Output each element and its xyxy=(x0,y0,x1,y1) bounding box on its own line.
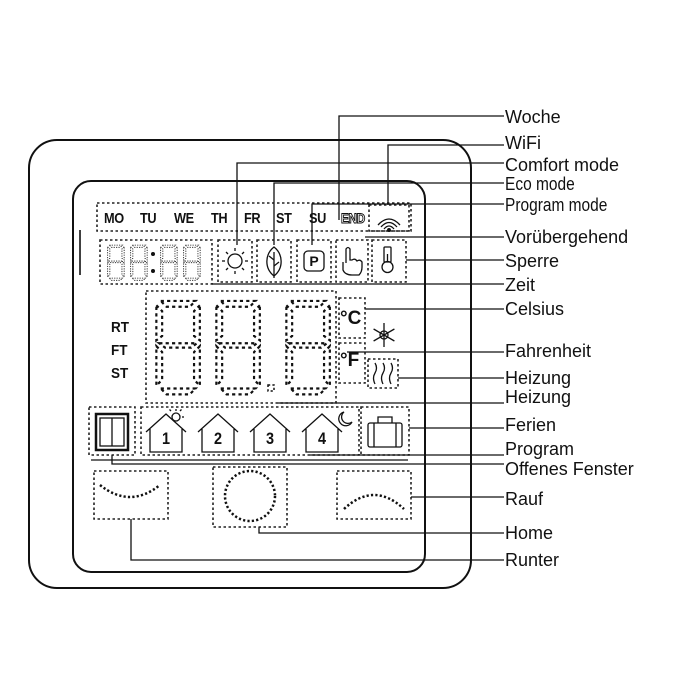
day-tu: TU xyxy=(140,210,157,227)
callout-rauf: Rauf xyxy=(505,489,544,509)
leader-lines xyxy=(111,115,504,561)
temperature-digits xyxy=(155,299,331,396)
callout-woche: Woche xyxy=(505,107,561,127)
program-mode-box xyxy=(296,239,332,283)
label-st: ST xyxy=(111,365,129,382)
home-button[interactable] xyxy=(212,466,288,528)
day-th: TH xyxy=(211,210,228,227)
comfort-box xyxy=(217,239,253,283)
home-circle-icon xyxy=(223,469,277,523)
callout-eco-mode: Eco mode xyxy=(505,174,575,194)
wifi-box xyxy=(368,204,410,232)
callout-sperre: Sperre xyxy=(505,251,560,271)
callout-home: Home xyxy=(505,523,554,543)
callout-wifi: WiFi xyxy=(505,133,541,153)
day-su: SU xyxy=(309,210,326,227)
day-bar xyxy=(96,202,412,232)
callout-comfort-mode: Comfort mode xyxy=(505,155,620,175)
callout-offenes-fenster: Offenes Fenster xyxy=(505,459,634,479)
up-button[interactable] xyxy=(336,470,412,520)
down-chevron-icon xyxy=(99,484,161,499)
program-row-box xyxy=(140,406,360,456)
clock-box xyxy=(99,239,213,285)
callout-voruebergehend: Vorübergehend xyxy=(505,227,629,247)
suitcase-icon xyxy=(367,416,403,448)
program-number-2: 2 xyxy=(214,429,222,448)
temporary-box xyxy=(335,239,369,283)
label-ft: FT xyxy=(111,342,128,359)
callout-zeit: Zeit xyxy=(505,275,536,295)
day-st: ST xyxy=(276,210,292,227)
lock-box xyxy=(371,239,407,283)
sun-icon xyxy=(222,248,248,274)
heat-waves-icon xyxy=(372,362,394,385)
callout-fahrenheit: Fahrenheit xyxy=(505,341,592,361)
open-window-icon xyxy=(94,412,130,452)
day-mo: MO xyxy=(104,210,124,227)
svg-text:P: P xyxy=(309,253,318,269)
heating-box xyxy=(367,358,399,389)
down-button[interactable] xyxy=(93,470,169,520)
parking-p-icon: P xyxy=(303,250,325,272)
program-number-3: 3 xyxy=(266,429,274,448)
fahrenheit-unit: °F xyxy=(340,350,360,371)
celsius-unit: °C xyxy=(340,308,362,329)
callout-ferien: Ferien xyxy=(505,415,557,435)
snowflake-icon xyxy=(373,323,395,347)
temperature-box xyxy=(145,290,337,404)
callout-heizung-2: Heizung xyxy=(505,387,572,407)
day-fr: FR xyxy=(244,210,261,227)
callout-runter: Runter xyxy=(505,550,560,570)
screen-frame xyxy=(72,180,426,573)
leaf-icon xyxy=(266,246,282,278)
program-number-1: 1 xyxy=(162,429,170,448)
program-house-icons xyxy=(145,409,353,453)
key-icon xyxy=(381,246,394,274)
day-end: END xyxy=(341,210,366,226)
celsius-box xyxy=(338,297,366,339)
fahrenheit-box xyxy=(338,342,366,384)
callout-heizung-1: Heizung xyxy=(505,368,572,388)
callout-program-mode: Program mode xyxy=(505,195,608,215)
hand-icon xyxy=(342,246,363,276)
callout-program: Program xyxy=(505,439,575,459)
outer-frame xyxy=(28,139,472,589)
up-chevron-icon xyxy=(343,493,405,510)
callout-celsius: Celsius xyxy=(505,299,565,319)
program-number-4: 4 xyxy=(318,429,326,448)
clock-digits xyxy=(107,244,201,281)
day-we: WE xyxy=(174,210,194,227)
label-rt: RT xyxy=(111,319,129,336)
wifi-icon xyxy=(377,218,401,232)
